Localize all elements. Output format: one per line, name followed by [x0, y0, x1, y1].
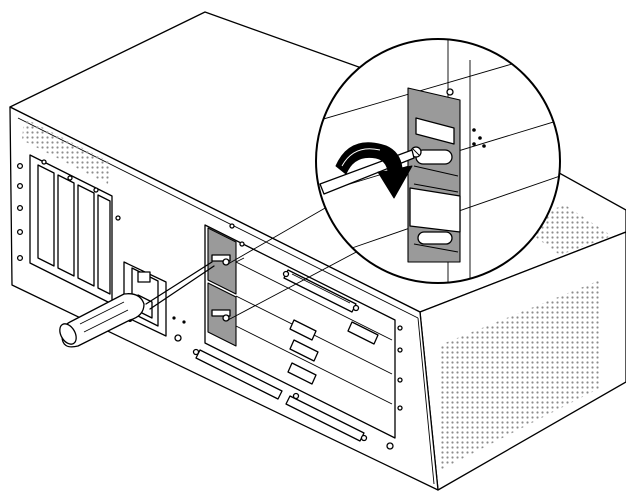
screw	[229, 223, 235, 229]
bracket-slot	[211, 309, 231, 317]
screwdriver-shaft	[149, 265, 215, 310]
bracket-screw	[222, 314, 230, 322]
screw	[174, 334, 182, 342]
screw	[239, 241, 245, 247]
screw	[93, 187, 99, 193]
connector	[287, 362, 317, 385]
magnifier-outline	[315, 38, 561, 284]
screw	[16, 162, 24, 170]
card-area	[172, 223, 403, 450]
long-connector	[285, 395, 365, 442]
screw	[397, 377, 403, 383]
vent-grille-top-left	[22, 118, 110, 184]
vent-grille-side	[440, 280, 600, 470]
screw	[397, 325, 403, 331]
panel-right-edge	[417, 317, 435, 485]
bracket-slot	[211, 254, 231, 262]
screwdriver-shaft	[145, 261, 213, 305]
bracket-screw	[222, 258, 230, 266]
screw	[386, 442, 394, 450]
slot-cover-2	[57, 174, 75, 277]
screw	[115, 215, 121, 221]
connector	[289, 339, 319, 362]
connector	[347, 321, 379, 345]
screw	[16, 204, 24, 212]
slot-cover-3	[77, 184, 95, 287]
slot-cover-4	[97, 194, 111, 295]
slot-cover-1	[37, 164, 55, 267]
screw	[41, 159, 47, 165]
screw	[67, 175, 73, 181]
screw	[16, 182, 24, 190]
long-connector	[195, 349, 283, 400]
screw	[397, 405, 403, 411]
screwdriver-icon	[59, 261, 215, 348]
screw	[397, 347, 403, 353]
screw	[16, 254, 24, 262]
curved-arrow-icon	[335, 142, 413, 199]
magnifier-circle	[315, 38, 561, 284]
expansion-slots	[16, 154, 121, 305]
connector	[289, 319, 317, 341]
screw	[16, 228, 24, 236]
